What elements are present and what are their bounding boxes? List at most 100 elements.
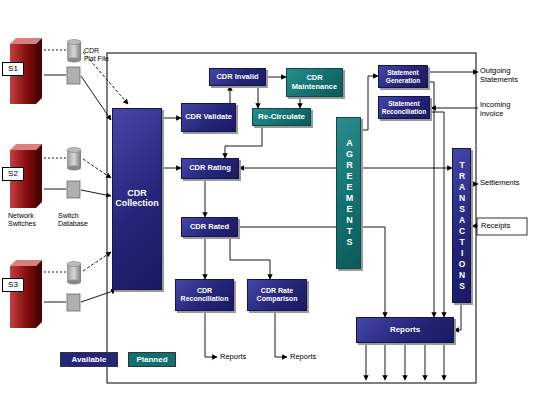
process-box: CDR Rating [181, 158, 239, 179]
switch-label: S2 [2, 167, 24, 181]
flow-arrow [205, 179, 206, 217]
report-output [405, 343, 406, 380]
cylinder-top [67, 148, 81, 153]
legend-text: Planned [136, 355, 167, 364]
node-text: TRANSACTIONS [457, 160, 466, 292]
switch-link [44, 158, 66, 159]
report-output [385, 343, 386, 380]
flow-arrow [454, 303, 461, 330]
node-text: CDR Rating [189, 164, 231, 172]
database-caption: Switch Database [58, 212, 96, 228]
process-box: Statement Reconciliation [378, 96, 430, 119]
report-label: Reports [290, 353, 330, 362]
output-arrows [205, 72, 478, 380]
database-box [67, 181, 80, 198]
incoming-arrow [431, 108, 478, 109]
flow-arrow [162, 118, 181, 119]
flow-arrow [266, 77, 286, 78]
switch-side [36, 144, 42, 208]
node-text: CDR Collection [113, 189, 161, 209]
node-text: CDR Rate Comparison [248, 287, 306, 302]
settlement-arrow [472, 184, 478, 185]
switch-link [44, 272, 66, 273]
switch-label: S1 [2, 62, 24, 76]
flow-arrow [258, 86, 259, 108]
input-label: Incoming invoice [480, 101, 532, 118]
switch-link [44, 75, 66, 76]
switch-database-boxes [67, 67, 80, 311]
output-label: Outgoing Statements [480, 67, 532, 84]
outgoing-arrow [428, 72, 478, 73]
report-label: Reports [220, 353, 260, 362]
database-feed [81, 76, 111, 120]
switch-side [36, 260, 42, 328]
node-text: S3 [8, 281, 18, 290]
input-label: Receipts [481, 222, 525, 231]
node-text: AGREEMENTS [344, 138, 354, 248]
process-box: Re-Circulate [252, 108, 311, 126]
process-box: CDR Maintenance [286, 68, 343, 97]
flow-arrow [361, 76, 378, 130]
switch-link [44, 189, 66, 190]
node-text: CDR Reconciliation [176, 287, 233, 302]
flow-arrow [238, 227, 385, 317]
process-box: CDR Rate Comparison [247, 279, 307, 311]
system-frame [107, 53, 476, 383]
flow-arrow [430, 112, 444, 317]
node-text: Reports [390, 326, 420, 335]
flow-arrow [230, 237, 270, 279]
legend-text: Available [72, 355, 107, 364]
node-text: CDR Maintenance [287, 74, 342, 91]
node-text: Statement Reconciliation [379, 100, 429, 114]
data-bar: AGREEMENTS [336, 117, 361, 269]
database-box [67, 67, 80, 84]
node-text: S1 [8, 65, 18, 74]
process-box: CDR Collection [112, 108, 162, 290]
node-text: S2 [8, 170, 18, 179]
cylinder-base [67, 58, 81, 63]
flow-arrow [162, 168, 181, 169]
node-text: Re-Circulate [258, 113, 305, 122]
data-bar: TRANSACTIONS [452, 148, 471, 303]
report-output [444, 343, 445, 380]
flat-file-cylinders [67, 40, 81, 285]
report-output [366, 343, 367, 380]
node-text: CDR Invalid [216, 73, 258, 81]
switch-front [10, 266, 36, 328]
report-arrow [275, 311, 287, 357]
flat-file-feed [83, 159, 111, 178]
process-box: CDR Rated [181, 217, 238, 237]
cylinder-top [67, 40, 81, 45]
database-feed [81, 290, 116, 302]
cylinder-base [67, 166, 81, 171]
flow-arrow [300, 97, 301, 108]
process-box: CDR Invalid [209, 68, 266, 86]
process-box: Reports [356, 317, 454, 343]
flat-file-feed [83, 252, 111, 271]
cylinder-top [67, 262, 81, 267]
node-text: Statement Generation [379, 69, 427, 83]
file-label: CDR Flat File [84, 47, 110, 63]
database-box [67, 294, 80, 311]
receipts-frame [477, 218, 527, 235]
process-box: Statement Generation [378, 65, 428, 88]
node-text: CDR Validate [185, 113, 232, 121]
switch-link [44, 302, 66, 303]
output-label: Settlements [480, 179, 532, 188]
node-text: CDR Rated [190, 223, 229, 231]
flow-arrow [205, 237, 206, 279]
database-feed [81, 190, 111, 196]
process-box: CDR Reconciliation [175, 279, 234, 311]
switch-link [44, 50, 66, 51]
legend-swatch: Available [60, 352, 118, 367]
report-output [425, 343, 426, 380]
process-box: CDR Validate [181, 103, 236, 132]
cylinder-base [67, 280, 81, 285]
switch-side [36, 38, 42, 104]
report-arrow [205, 311, 217, 357]
legend-swatch: Planned [128, 352, 176, 367]
switch-caption: Network Switches [8, 212, 40, 228]
switch-label: S3 [2, 278, 24, 292]
flow-arrow [230, 86, 231, 103]
